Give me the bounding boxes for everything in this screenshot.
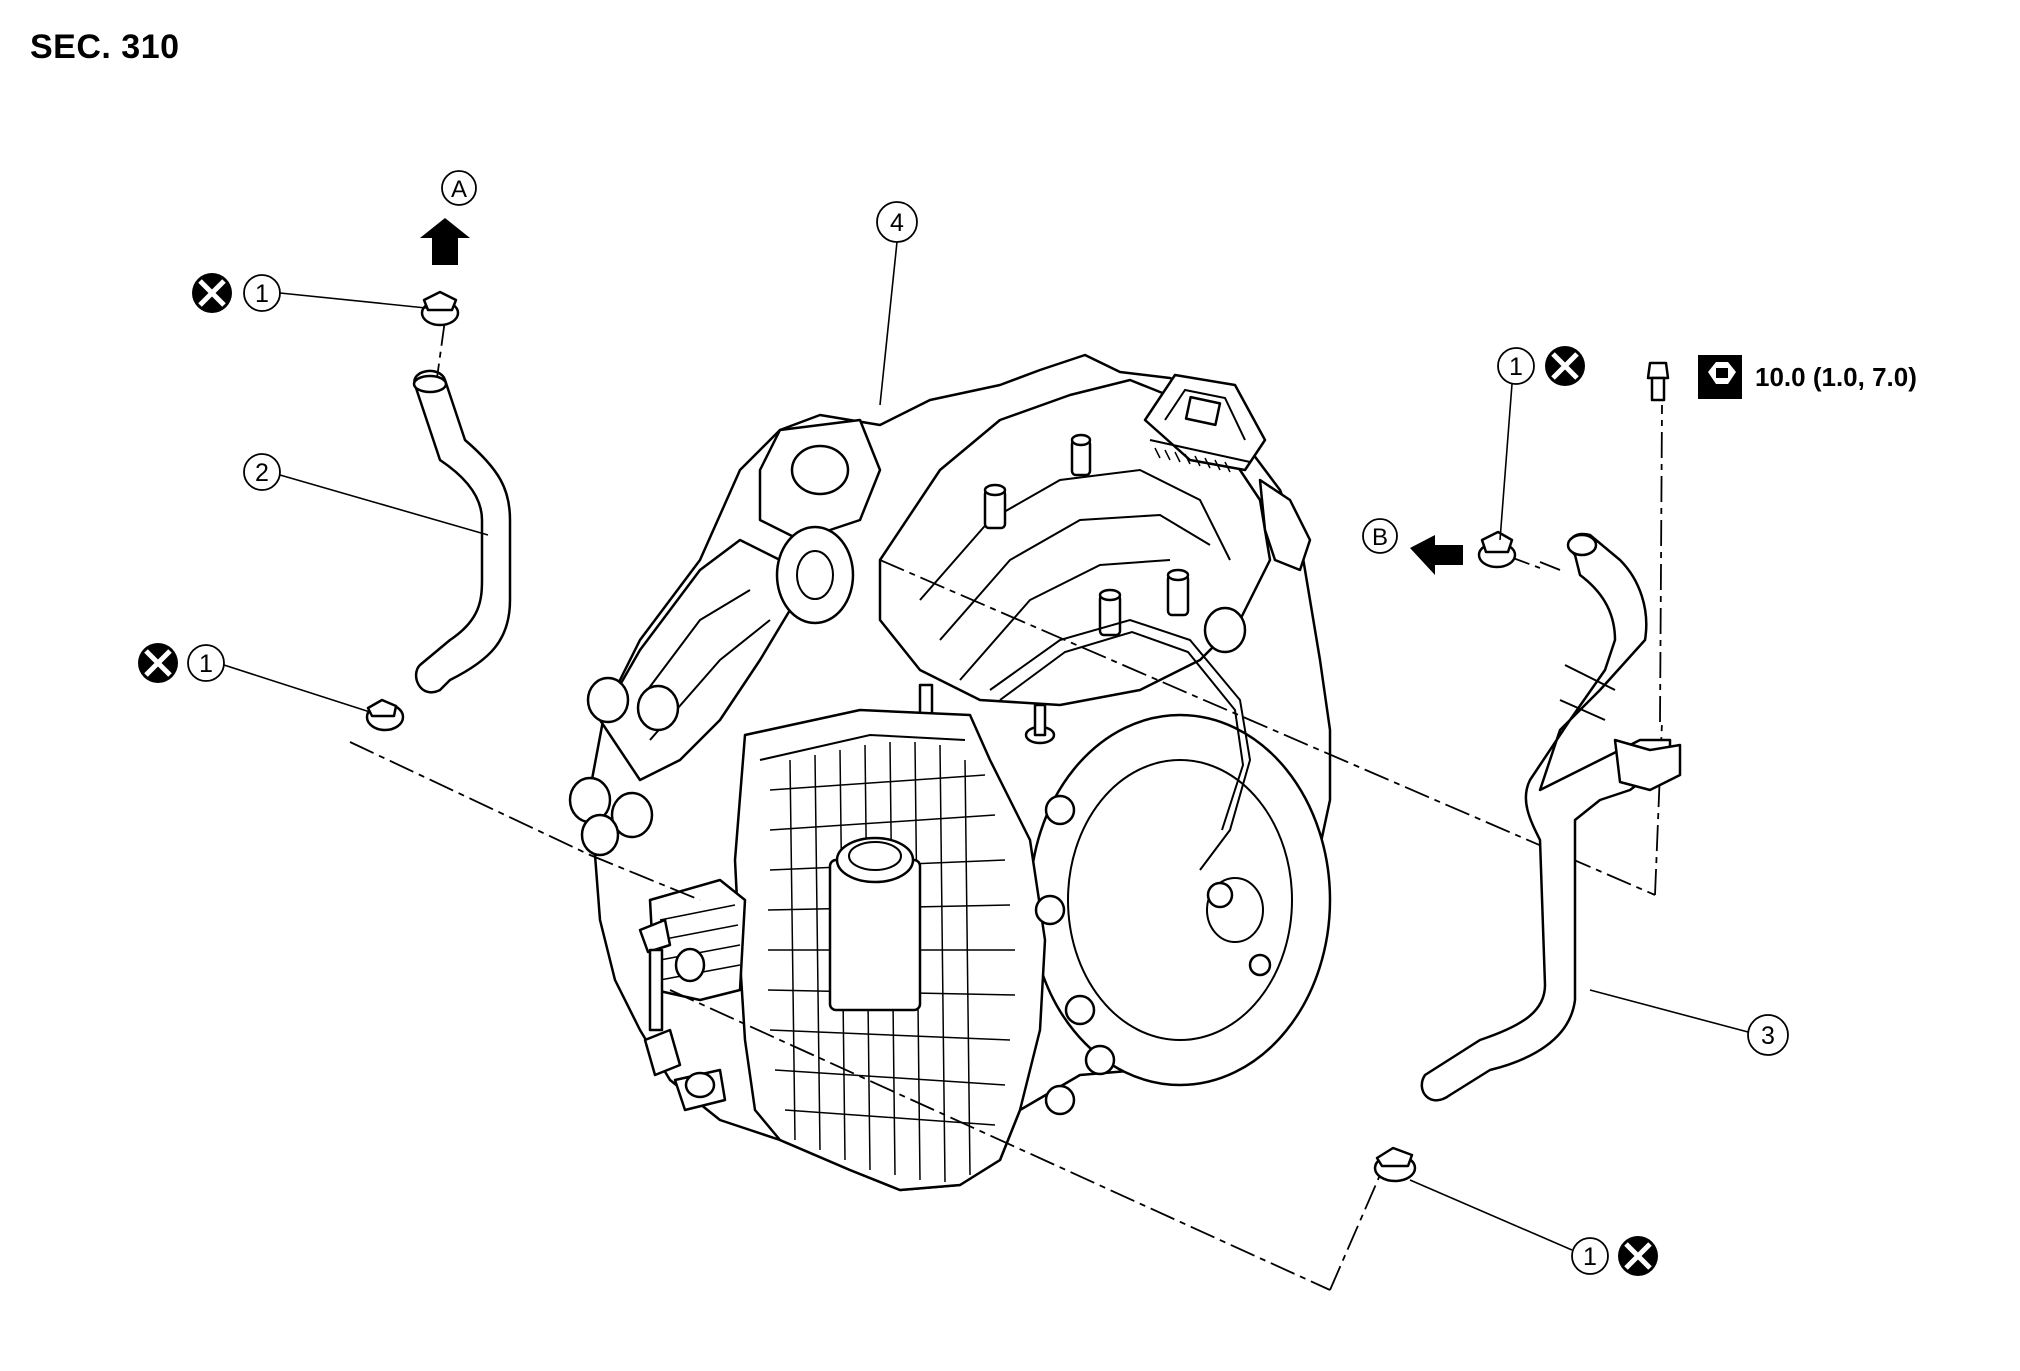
callout-number: 1 — [1509, 353, 1523, 381]
callout-4: 4 — [876, 201, 918, 406]
callout-3: 3 — [1589, 989, 1789, 1056]
callout-number: 1 — [255, 280, 269, 308]
callout-b-circle — [1362, 518, 1398, 554]
torque-spec: 10.0 (1.0, 7.0) — [1698, 355, 1917, 399]
callout-b-label: B — [1372, 524, 1388, 551]
callout-number: 4 — [890, 209, 904, 237]
clamp-upper-left — [420, 290, 460, 327]
callout-number: 1 — [1583, 1243, 1597, 1271]
callout-number: 2 — [255, 459, 269, 487]
callout-2: 2 — [243, 453, 489, 536]
section-label: SEC. 310 — [30, 28, 180, 66]
clamp-right-lower — [1373, 1146, 1417, 1183]
callout-number: 3 — [1761, 1022, 1775, 1050]
hose-3 — [1420, 532, 1672, 1102]
callout-1-upper-left: 1 — [192, 273, 427, 313]
hose-2 — [412, 319, 512, 694]
callout-1-lower-left: 1 — [138, 643, 371, 713]
torque-value: 10.0 (1.0, 7.0) — [1755, 362, 1917, 392]
clamp-lower-left — [365, 698, 405, 732]
callout-a-label: A — [451, 176, 467, 203]
callout-1-right-upper: 1 — [1497, 346, 1585, 541]
arrow-to-a: A — [420, 170, 477, 265]
clamp-right-upper — [1477, 530, 1517, 569]
callout-number: 1 — [199, 650, 213, 678]
transaxle-assembly — [568, 353, 1332, 1192]
arrow-to-b: B — [1362, 518, 1463, 575]
callout-1-right-lower: 1 — [1409, 1179, 1658, 1276]
callout-a-circle — [441, 170, 477, 206]
bracket-bolt — [1613, 361, 1682, 792]
